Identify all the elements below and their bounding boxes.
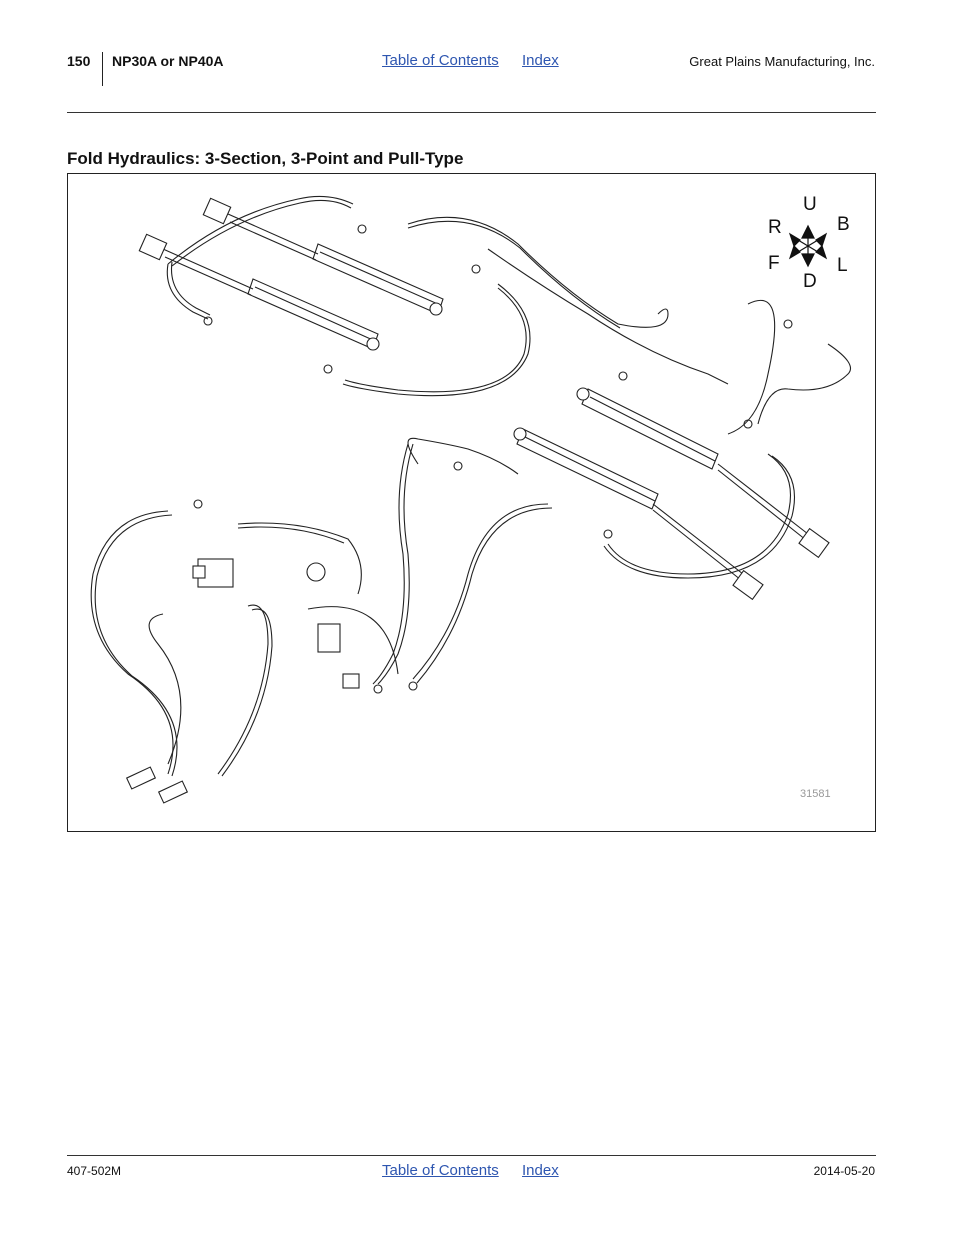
figure-number: 31581 bbox=[800, 788, 831, 800]
compass-left-label: L bbox=[837, 255, 848, 276]
header-toc-link[interactable]: Table of Contents bbox=[382, 52, 499, 69]
header-divider bbox=[102, 52, 103, 86]
header-index-link[interactable]: Index bbox=[522, 52, 559, 69]
footer-rule bbox=[67, 1155, 876, 1156]
page-number: 150 bbox=[67, 53, 91, 69]
compass-down-label: D bbox=[803, 271, 817, 292]
orientation-compass bbox=[788, 224, 828, 268]
compass-back-label: B bbox=[837, 214, 850, 235]
hydraulics-diagram bbox=[90, 195, 852, 804]
hydraulics-figure: U B R F L D 31581 bbox=[67, 173, 876, 832]
section-heading: Fold Hydraulics: 3-Section, 3-Point and … bbox=[67, 149, 464, 168]
compass-right-label: R bbox=[768, 217, 782, 238]
doc-date: 2014-05-20 bbox=[813, 1164, 875, 1178]
cylinder-upper-a bbox=[138, 197, 444, 351]
company-name: Great Plains Manufacturing, Inc. bbox=[689, 54, 875, 69]
header-rule bbox=[67, 112, 876, 113]
document-title: NP30A or NP40A bbox=[112, 53, 224, 69]
footer-toc-link[interactable]: Table of Contents bbox=[382, 1162, 499, 1179]
doc-number: 407-502M bbox=[67, 1164, 122, 1178]
footer-index-link[interactable]: Index bbox=[522, 1162, 559, 1179]
cylinder-lower-b bbox=[513, 387, 830, 601]
compass-up-label: U bbox=[803, 194, 817, 215]
compass-front-label: F bbox=[768, 253, 780, 274]
